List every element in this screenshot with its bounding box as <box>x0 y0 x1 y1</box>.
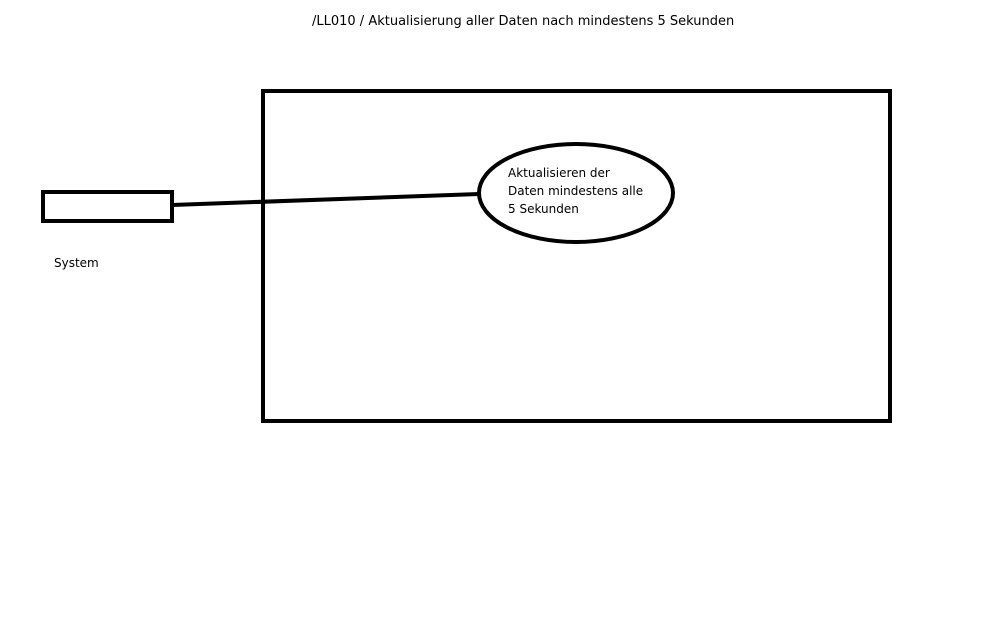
diagram-title: /LL010 / Aktualisierung aller Daten nach… <box>312 14 735 29</box>
association-line <box>171 192 480 207</box>
system-boundary <box>261 89 892 423</box>
actor-label: System <box>54 256 99 270</box>
use-case-label: Aktualisieren der Daten mindestens alle … <box>508 166 644 216</box>
actor-box <box>41 190 174 223</box>
use-case-ellipse <box>477 142 675 244</box>
